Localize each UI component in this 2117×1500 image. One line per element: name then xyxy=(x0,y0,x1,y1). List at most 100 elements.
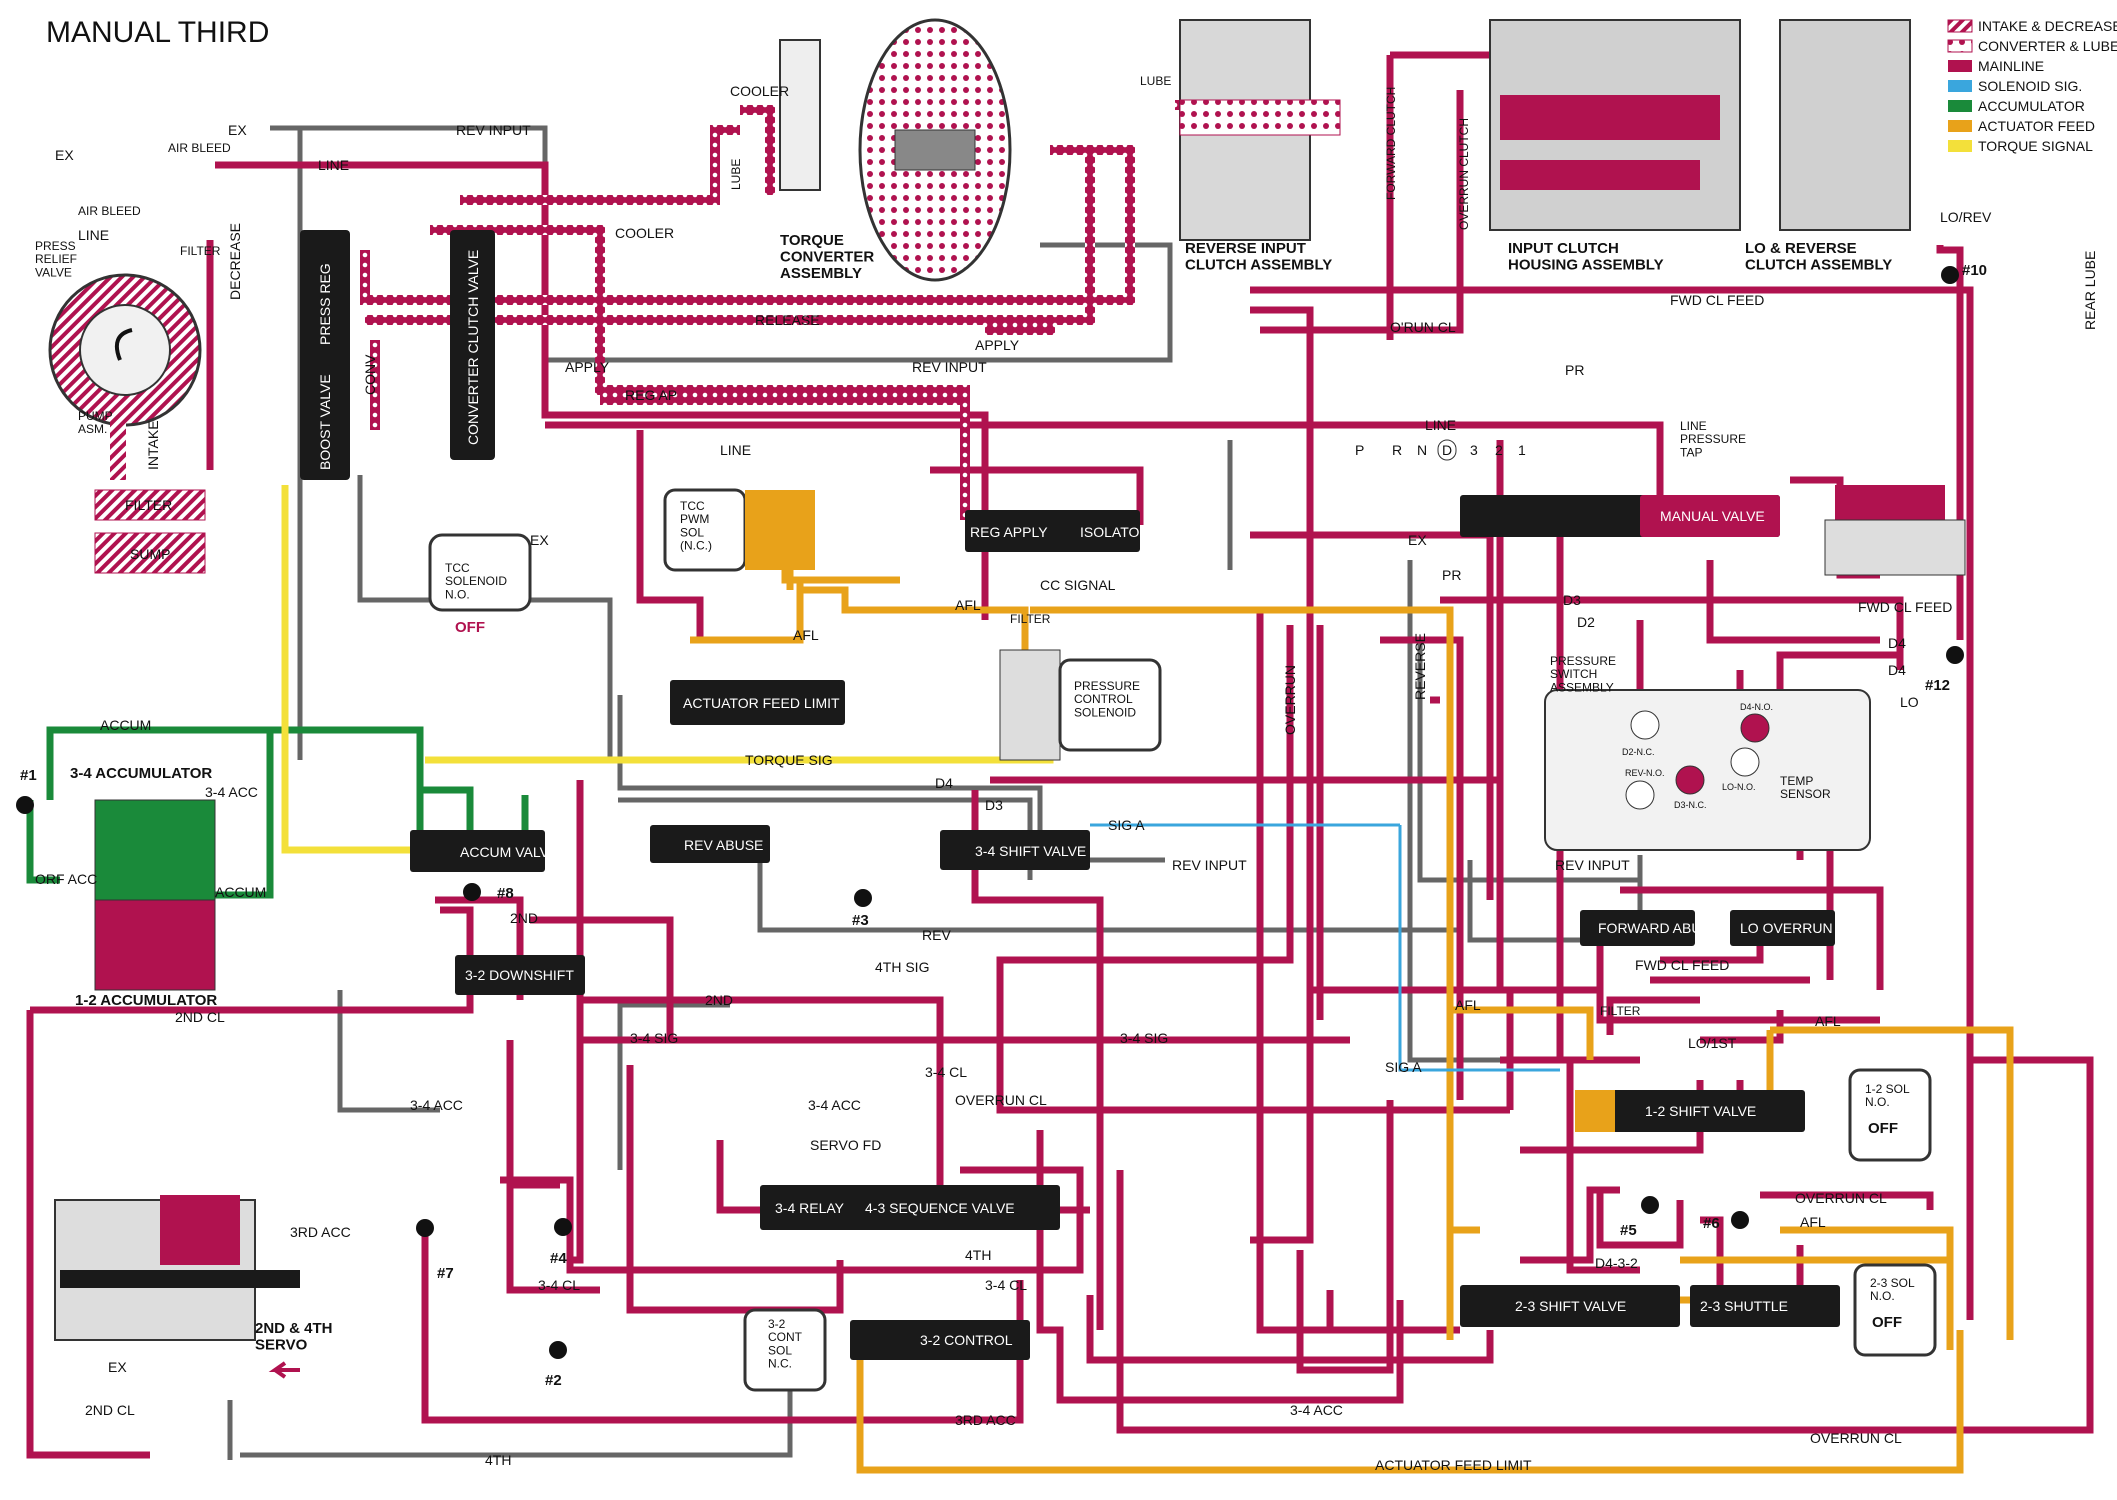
label-overrun: OVERRUN xyxy=(1282,665,1298,735)
label-rev-input-2: REV INPUT xyxy=(1172,857,1247,873)
downshift-32-valve[interactable]: 3-2 DOWNSHIFT xyxy=(455,955,585,995)
label-34-cl-3: 3-4 CL xyxy=(985,1277,1027,1293)
shift-valve-34[interactable]: 3-4 SHIFT VALVE xyxy=(940,830,1090,870)
legend-swatch-intake xyxy=(1947,19,1973,33)
label-ex-top: EX xyxy=(228,122,247,138)
label-3rd-acc-b: 3RD ACC xyxy=(955,1412,1016,1428)
accum-34-label: 3-4 ACCUMULATOR xyxy=(70,765,212,782)
shift-valve-12[interactable]: 1-2 SHIFT VALVE xyxy=(1575,1090,1805,1132)
label-decrease: DECREASE xyxy=(227,223,243,300)
checkball-1 xyxy=(16,796,34,814)
label-intake: INTAKE xyxy=(145,420,161,470)
sump-box xyxy=(94,532,206,574)
checkball-2 xyxy=(549,1341,567,1359)
gear-selector[interactable]: P R N D 3 2 1 xyxy=(1355,439,1526,461)
press-reg-valve[interactable]: PRESS REG BOOST VALVE xyxy=(300,230,350,480)
shift-valve-23[interactable]: 2-3 SHIFT VALVE xyxy=(1460,1285,1680,1327)
label-d3-mid: D3 xyxy=(985,797,1003,813)
switch-lo-label: LO-N.O. xyxy=(1722,782,1756,792)
lo-overrun-valve[interactable]: LO OVERRUN xyxy=(1730,910,1835,946)
shift-12-label: 1-2 SHIFT VALVE xyxy=(1645,1103,1756,1119)
checkball-5 xyxy=(1641,1196,1659,1214)
line-labels: REV INPUT LINE LINE COOLER RELEASE APPLY… xyxy=(35,74,2098,1473)
label-4th-sig: 4TH SIG xyxy=(875,959,929,975)
accum-valve[interactable]: ACCUM VALVE xyxy=(410,830,558,872)
checkball-6 xyxy=(1731,1211,1749,1229)
checkball-4-label: #4 xyxy=(550,1250,567,1267)
checkball-6-label: #6 xyxy=(1703,1215,1720,1232)
shuttle-23[interactable]: 2-3 SHUTTLE xyxy=(1690,1285,1840,1327)
label-apply-2: APPLY xyxy=(565,359,610,375)
converter-clutch-valve[interactable]: CONVERTER CLUTCH VALVE xyxy=(450,230,495,460)
servo-arrow-icon xyxy=(268,1361,300,1379)
label-line-mid: LINE xyxy=(720,442,751,458)
gear-d[interactable]: D xyxy=(1442,442,1452,458)
label-3rd-acc: 3RD ACC xyxy=(290,1224,351,1240)
label-filter-small-3: FILTER xyxy=(1600,1004,1641,1018)
downshift-32-label: 3-2 DOWNSHIFT xyxy=(465,967,574,983)
label-lo-1st: LO/1ST xyxy=(1688,1035,1737,1051)
label-d4-right: D4 xyxy=(1888,635,1906,651)
shift-23-label: 2-3 SHIFT VALVE xyxy=(1515,1298,1626,1314)
rev-abuse-valve[interactable]: REV ABUSE xyxy=(650,825,770,863)
switch-d3-label: D3-N.C. xyxy=(1674,800,1707,810)
label-afl-2: AFL xyxy=(955,597,981,613)
checkball-3 xyxy=(854,889,872,907)
label-line-right: LINE xyxy=(1425,417,1456,433)
manual-valve[interactable]: MANUAL VALVE xyxy=(1460,495,1780,537)
legend-label-torque: TORQUE SIGNAL xyxy=(1978,138,2093,154)
label-filter-small: FILTER xyxy=(180,244,221,258)
sol-12-state: OFF xyxy=(1868,1120,1898,1137)
shuttle-23-label: 2-3 SHUTTLE xyxy=(1700,1298,1788,1314)
cooler-label: COOLER xyxy=(730,83,789,99)
isolator-label: ISOLATOR xyxy=(1080,524,1150,540)
label-sig-a-right: SIG A xyxy=(1385,1059,1422,1075)
label-actuator-feed-limit: ACTUATOR FEED LIMIT xyxy=(1375,1457,1532,1473)
gear-r[interactable]: R xyxy=(1392,442,1402,458)
pump-rotation-arrow-icon xyxy=(115,328,133,361)
gear-1[interactable]: 1 xyxy=(1518,442,1526,458)
legend-label-converter: CONVERTER & LUBE xyxy=(1978,38,2117,54)
rev-abuse-label: REV ABUSE xyxy=(684,837,763,853)
gear-n[interactable]: N xyxy=(1417,442,1427,458)
checkball-4 xyxy=(554,1218,572,1236)
control-32-valve[interactable]: 3-2 CONTROL xyxy=(850,1320,1030,1360)
label-34-acc-c: 3-4 ACC xyxy=(1290,1402,1343,1418)
reg-apply-valve[interactable]: REG APPLY ISOLATOR xyxy=(965,510,1150,552)
checkball-12 xyxy=(1946,646,1964,664)
gear-2[interactable]: 2 xyxy=(1495,442,1503,458)
switch-rev xyxy=(1625,780,1655,810)
label-4th-b: 4TH xyxy=(485,1452,511,1468)
switch-lo xyxy=(1730,747,1760,777)
label-cc-signal: CC SIGNAL xyxy=(1040,577,1116,593)
label-conv: CONV xyxy=(362,354,378,395)
label-afl-right-3: AFL xyxy=(1800,1214,1826,1230)
checkball-10-label: #10 xyxy=(1962,262,1987,279)
label-lube: LUBE xyxy=(1140,74,1171,88)
label-cooler: COOLER xyxy=(615,225,674,241)
relay-sequence-valve[interactable]: 3-4 RELAY 4-3 SEQUENCE VALVE xyxy=(760,1185,1060,1230)
forward-abuse-valve[interactable]: FORWARD ABUSE xyxy=(1580,910,1720,946)
label-d4-mid: D4 xyxy=(935,775,953,791)
label-ex-servo: EX xyxy=(108,1359,127,1375)
gear-3[interactable]: 3 xyxy=(1470,442,1478,458)
shift-34-label: 3-4 SHIFT VALVE xyxy=(975,843,1086,859)
checkball-8-label: #8 xyxy=(497,885,514,902)
checkballs: #1 #2 #3 #4 #5 #6 #7 #8 #10 #12 xyxy=(16,262,1987,1389)
label-rev-input-mid: REV INPUT xyxy=(912,359,987,375)
label-air-bleed: AIR BLEED xyxy=(78,204,141,218)
actuator-feed-limit-valve[interactable]: ACTUATOR FEED LIMIT xyxy=(670,680,845,725)
gear-p[interactable]: P xyxy=(1355,442,1364,458)
label-acc-34: 3-4 ACC xyxy=(205,784,258,800)
